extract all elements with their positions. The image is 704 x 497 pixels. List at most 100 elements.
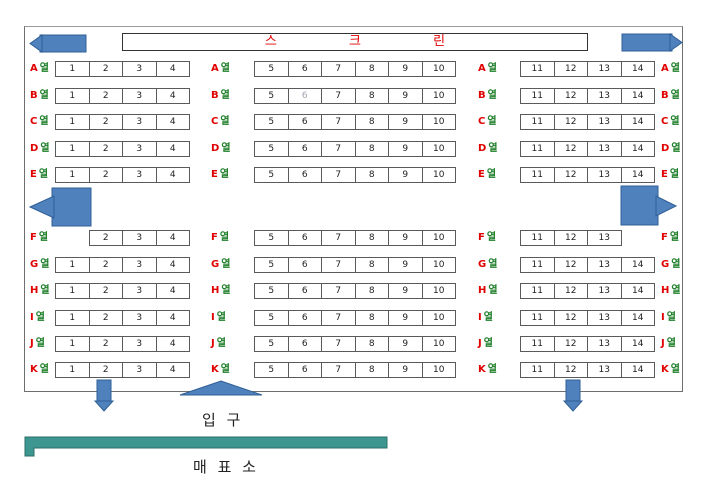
seat-h-10[interactable]: 10 [421, 283, 456, 299]
seat-f-9[interactable]: 9 [388, 230, 423, 246]
seat-i-14[interactable]: 14 [620, 310, 655, 326]
seat-a-9[interactable]: 9 [388, 61, 423, 77]
seat-e-14[interactable]: 14 [620, 167, 655, 183]
row-letter: D [661, 143, 670, 154]
seat-c-14[interactable]: 14 [620, 114, 655, 130]
seat-k-9[interactable]: 9 [388, 362, 423, 378]
seat-i-5[interactable]: 5 [254, 310, 289, 326]
seat-f-5[interactable]: 5 [254, 230, 289, 246]
row-letter: C [211, 116, 219, 127]
row-suffix: 열 [483, 338, 493, 349]
seat-a-8[interactable]: 8 [354, 61, 389, 77]
seat-f-11[interactable]: 11 [520, 230, 555, 246]
row-suffix: 열 [666, 312, 676, 323]
seat-h-4[interactable]: 4 [155, 283, 190, 299]
seat-i-13[interactable]: 13 [587, 310, 622, 326]
seat-f-10[interactable]: 10 [421, 230, 456, 246]
seat-d-6[interactable]: 6 [287, 141, 322, 157]
seat-b-12[interactable]: 12 [553, 88, 588, 104]
seat-d-8[interactable]: 8 [354, 141, 389, 157]
seat-i-4[interactable]: 4 [155, 310, 190, 326]
seat-i-10[interactable]: 10 [421, 310, 456, 326]
seat-f-13[interactable]: 13 [587, 230, 622, 246]
seat-d-12[interactable]: 12 [553, 141, 588, 157]
row-suffix: 열 [670, 364, 680, 375]
row-letter: B [30, 90, 38, 101]
seat-j-14[interactable]: 14 [620, 336, 655, 352]
seat-d-10[interactable]: 10 [421, 141, 456, 157]
seat-c-8[interactable]: 8 [354, 114, 389, 130]
seat-j-6[interactable]: 6 [287, 336, 322, 352]
seat-a-10[interactable]: 10 [421, 61, 456, 77]
row-letter: I [661, 312, 665, 323]
seat-b-10[interactable]: 10 [421, 88, 456, 104]
seat-d-4[interactable]: 4 [155, 141, 190, 157]
row-suffix: 열 [40, 285, 50, 296]
seat-a-3[interactable]: 3 [122, 61, 157, 77]
seat-g-2[interactable]: 2 [88, 257, 123, 273]
seat-k-10[interactable]: 10 [421, 362, 456, 378]
seat-k-7[interactable]: 7 [321, 362, 356, 378]
seat-d-1[interactable]: 1 [55, 141, 90, 157]
seat-f-12[interactable]: 12 [553, 230, 588, 246]
seat-g-14[interactable]: 14 [620, 257, 655, 273]
seat-j-12[interactable]: 12 [553, 336, 588, 352]
seat-g-10[interactable]: 10 [421, 257, 456, 273]
seat-i-1[interactable]: 1 [55, 310, 90, 326]
seat-b-7[interactable]: 7 [321, 88, 356, 104]
seat-e-10[interactable]: 10 [421, 167, 456, 183]
seat-f-3[interactable]: 3 [122, 230, 157, 246]
seat-j-1[interactable]: 1 [55, 336, 90, 352]
seat-a-4[interactable]: 4 [155, 61, 190, 77]
seat-k-4[interactable]: 4 [155, 362, 190, 378]
seat-j-10[interactable]: 10 [421, 336, 456, 352]
seat-a-2[interactable]: 2 [88, 61, 123, 77]
row-suffix: 열 [35, 338, 45, 349]
row-suffix: 열 [670, 90, 680, 101]
seat-c-4[interactable]: 4 [155, 114, 190, 130]
seat-d-14[interactable]: 14 [620, 141, 655, 157]
row-letter: D [478, 143, 487, 154]
row-letter: G [30, 259, 39, 270]
seat-k-3[interactable]: 3 [122, 362, 157, 378]
row-suffix: 열 [486, 169, 497, 180]
seat-c-12[interactable]: 12 [553, 114, 588, 130]
seat-h-13[interactable]: 13 [587, 283, 622, 299]
seat-a-11[interactable]: 11 [520, 61, 555, 77]
seat-g-6[interactable]: 6 [287, 257, 322, 273]
seat-e-4[interactable]: 4 [155, 167, 190, 183]
seat-k-14[interactable]: 14 [620, 362, 655, 378]
seat-f-6[interactable]: 6 [287, 230, 322, 246]
seat-b-14[interactable]: 14 [620, 88, 655, 104]
row-suffix: 열 [221, 285, 231, 296]
seat-j-13[interactable]: 13 [587, 336, 622, 352]
row-suffix: 열 [220, 90, 230, 101]
seat-c-10[interactable]: 10 [421, 114, 456, 130]
row-suffix: 열 [666, 338, 676, 349]
row-letter: E [211, 169, 218, 180]
seat-h-14[interactable]: 14 [620, 283, 655, 299]
seat-j-11[interactable]: 11 [520, 336, 555, 352]
seat-f-4[interactable]: 4 [155, 230, 190, 246]
seat-b-5[interactable]: 5 [254, 88, 289, 104]
row-letter: B [661, 90, 669, 101]
entrance-label: 입 구 [202, 411, 244, 429]
seat-e-6[interactable]: 6 [287, 167, 322, 183]
seat-g-4[interactable]: 4 [155, 257, 190, 273]
seat-g-11[interactable]: 11 [520, 257, 555, 273]
seat-j-8[interactable]: 8 [354, 336, 389, 352]
seat-d-9[interactable]: 9 [388, 141, 423, 157]
seat-a-14[interactable]: 14 [620, 61, 655, 77]
seat-b-4[interactable]: 4 [155, 88, 190, 104]
seat-k-6[interactable]: 6 [287, 362, 322, 378]
seat-j-4[interactable]: 4 [155, 336, 190, 352]
